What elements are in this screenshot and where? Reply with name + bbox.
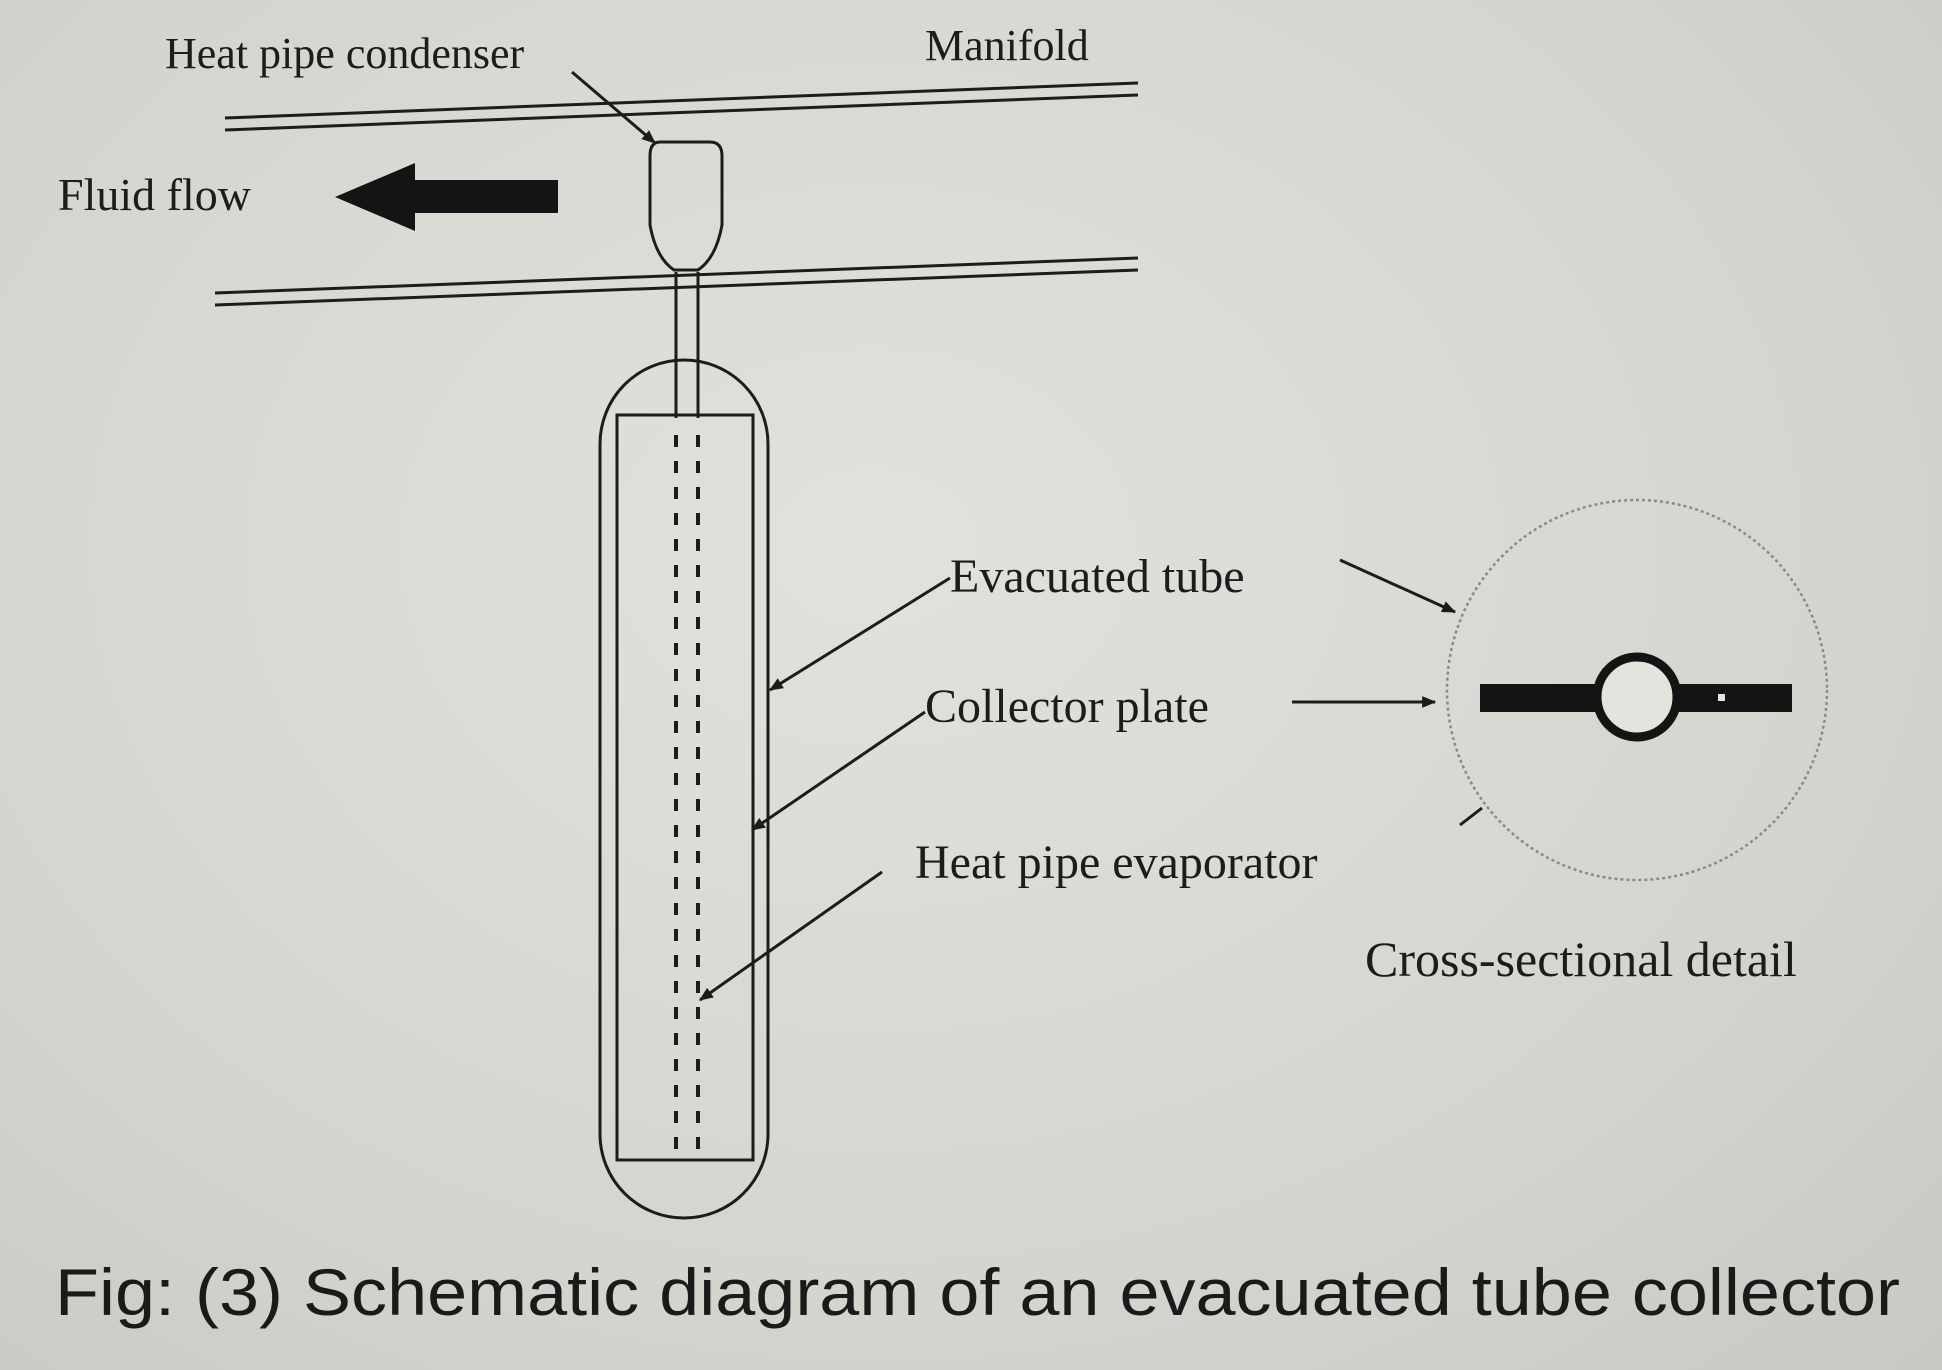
cross-section-detail (1445, 498, 1829, 882)
label-manifold: Manifold (925, 21, 1089, 70)
condenser-leader (571, 70, 656, 145)
cross-section-tube-leader (1339, 558, 1457, 614)
evaporator-leader (699, 870, 883, 1002)
label-collector-plate: Collector plate (925, 680, 1209, 733)
label-heat-pipe-condenser: Heat pipe condenser (165, 29, 525, 78)
cross-section-heat-pipe (1592, 652, 1682, 742)
label-heat-pipe-evaporator: Heat pipe evaporator (915, 836, 1317, 889)
collector-plate-leader (751, 710, 926, 832)
label-fluid-flow: Fluid flow (58, 169, 252, 220)
label-cross-sectional-detail: Cross-sectional detail (1365, 931, 1797, 987)
cross-section-evaporator-tick (1459, 806, 1483, 827)
manifold-top-pipe (224, 81, 1139, 132)
evacuated-tube-glass (598, 358, 770, 1220)
heat-pipe-condenser (648, 140, 724, 272)
figure-caption: Fig: (3) Schematic diagram of an evacuat… (55, 1255, 1900, 1329)
label-evacuated-tube: Evacuated tube (950, 550, 1245, 603)
cross-section-glass-circle (1445, 498, 1829, 882)
evacuated-tube-leader (769, 576, 951, 692)
heat-pipe-evaporator (674, 435, 700, 1150)
cross-section-plate-mark (1718, 694, 1725, 701)
heat-pipe-stem (674, 272, 700, 418)
fluid-flow-arrow (335, 163, 558, 231)
collector-plate (615, 413, 755, 1162)
